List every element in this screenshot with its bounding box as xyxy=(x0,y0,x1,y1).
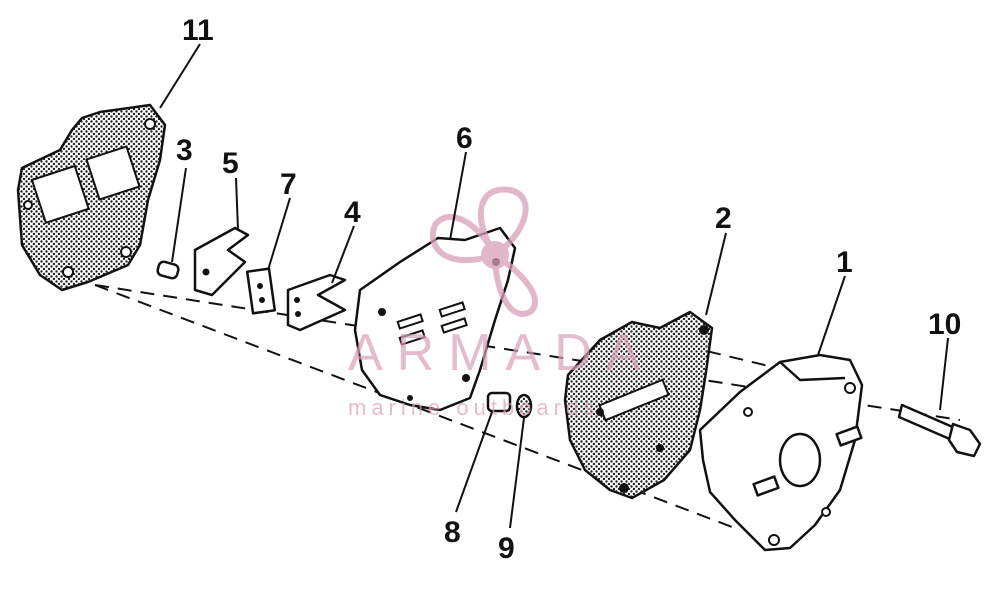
callout-labels: 11 3 5 7 4 6 2 1 10 8 9 xyxy=(176,14,961,565)
watermark-brand: ARMADA xyxy=(348,324,654,382)
part-3-screw xyxy=(156,260,180,280)
callout-9: 9 xyxy=(498,532,515,565)
armada-watermark: ARMADA marine outboards xyxy=(348,186,654,420)
part-8-spacer xyxy=(486,391,512,413)
part-2-gasket xyxy=(563,310,714,500)
callout-11: 11 xyxy=(182,14,214,47)
callout-6: 6 xyxy=(456,122,473,155)
callout-4: 4 xyxy=(344,196,361,229)
propeller-logo-icon xyxy=(429,186,538,317)
callout-1: 1 xyxy=(836,246,853,279)
part-11-gasket xyxy=(16,103,167,292)
leader-lines xyxy=(159,43,949,529)
part-10-bolt xyxy=(897,403,982,458)
callout-2: 2 xyxy=(715,202,732,235)
part-9-washer xyxy=(515,393,533,419)
part-7-plate xyxy=(245,267,277,315)
part-4-reed xyxy=(286,273,347,332)
callout-3: 3 xyxy=(176,134,193,167)
callout-5: 5 xyxy=(222,147,239,180)
part-5-reed-stop xyxy=(193,226,250,297)
callout-7: 7 xyxy=(280,168,297,201)
watermark-tagline: marine outboards xyxy=(348,395,599,420)
callout-8: 8 xyxy=(444,516,461,549)
part-1-valve-cover xyxy=(698,353,864,552)
part-6-reed-plate xyxy=(353,226,517,412)
callout-10: 10 xyxy=(928,308,961,341)
